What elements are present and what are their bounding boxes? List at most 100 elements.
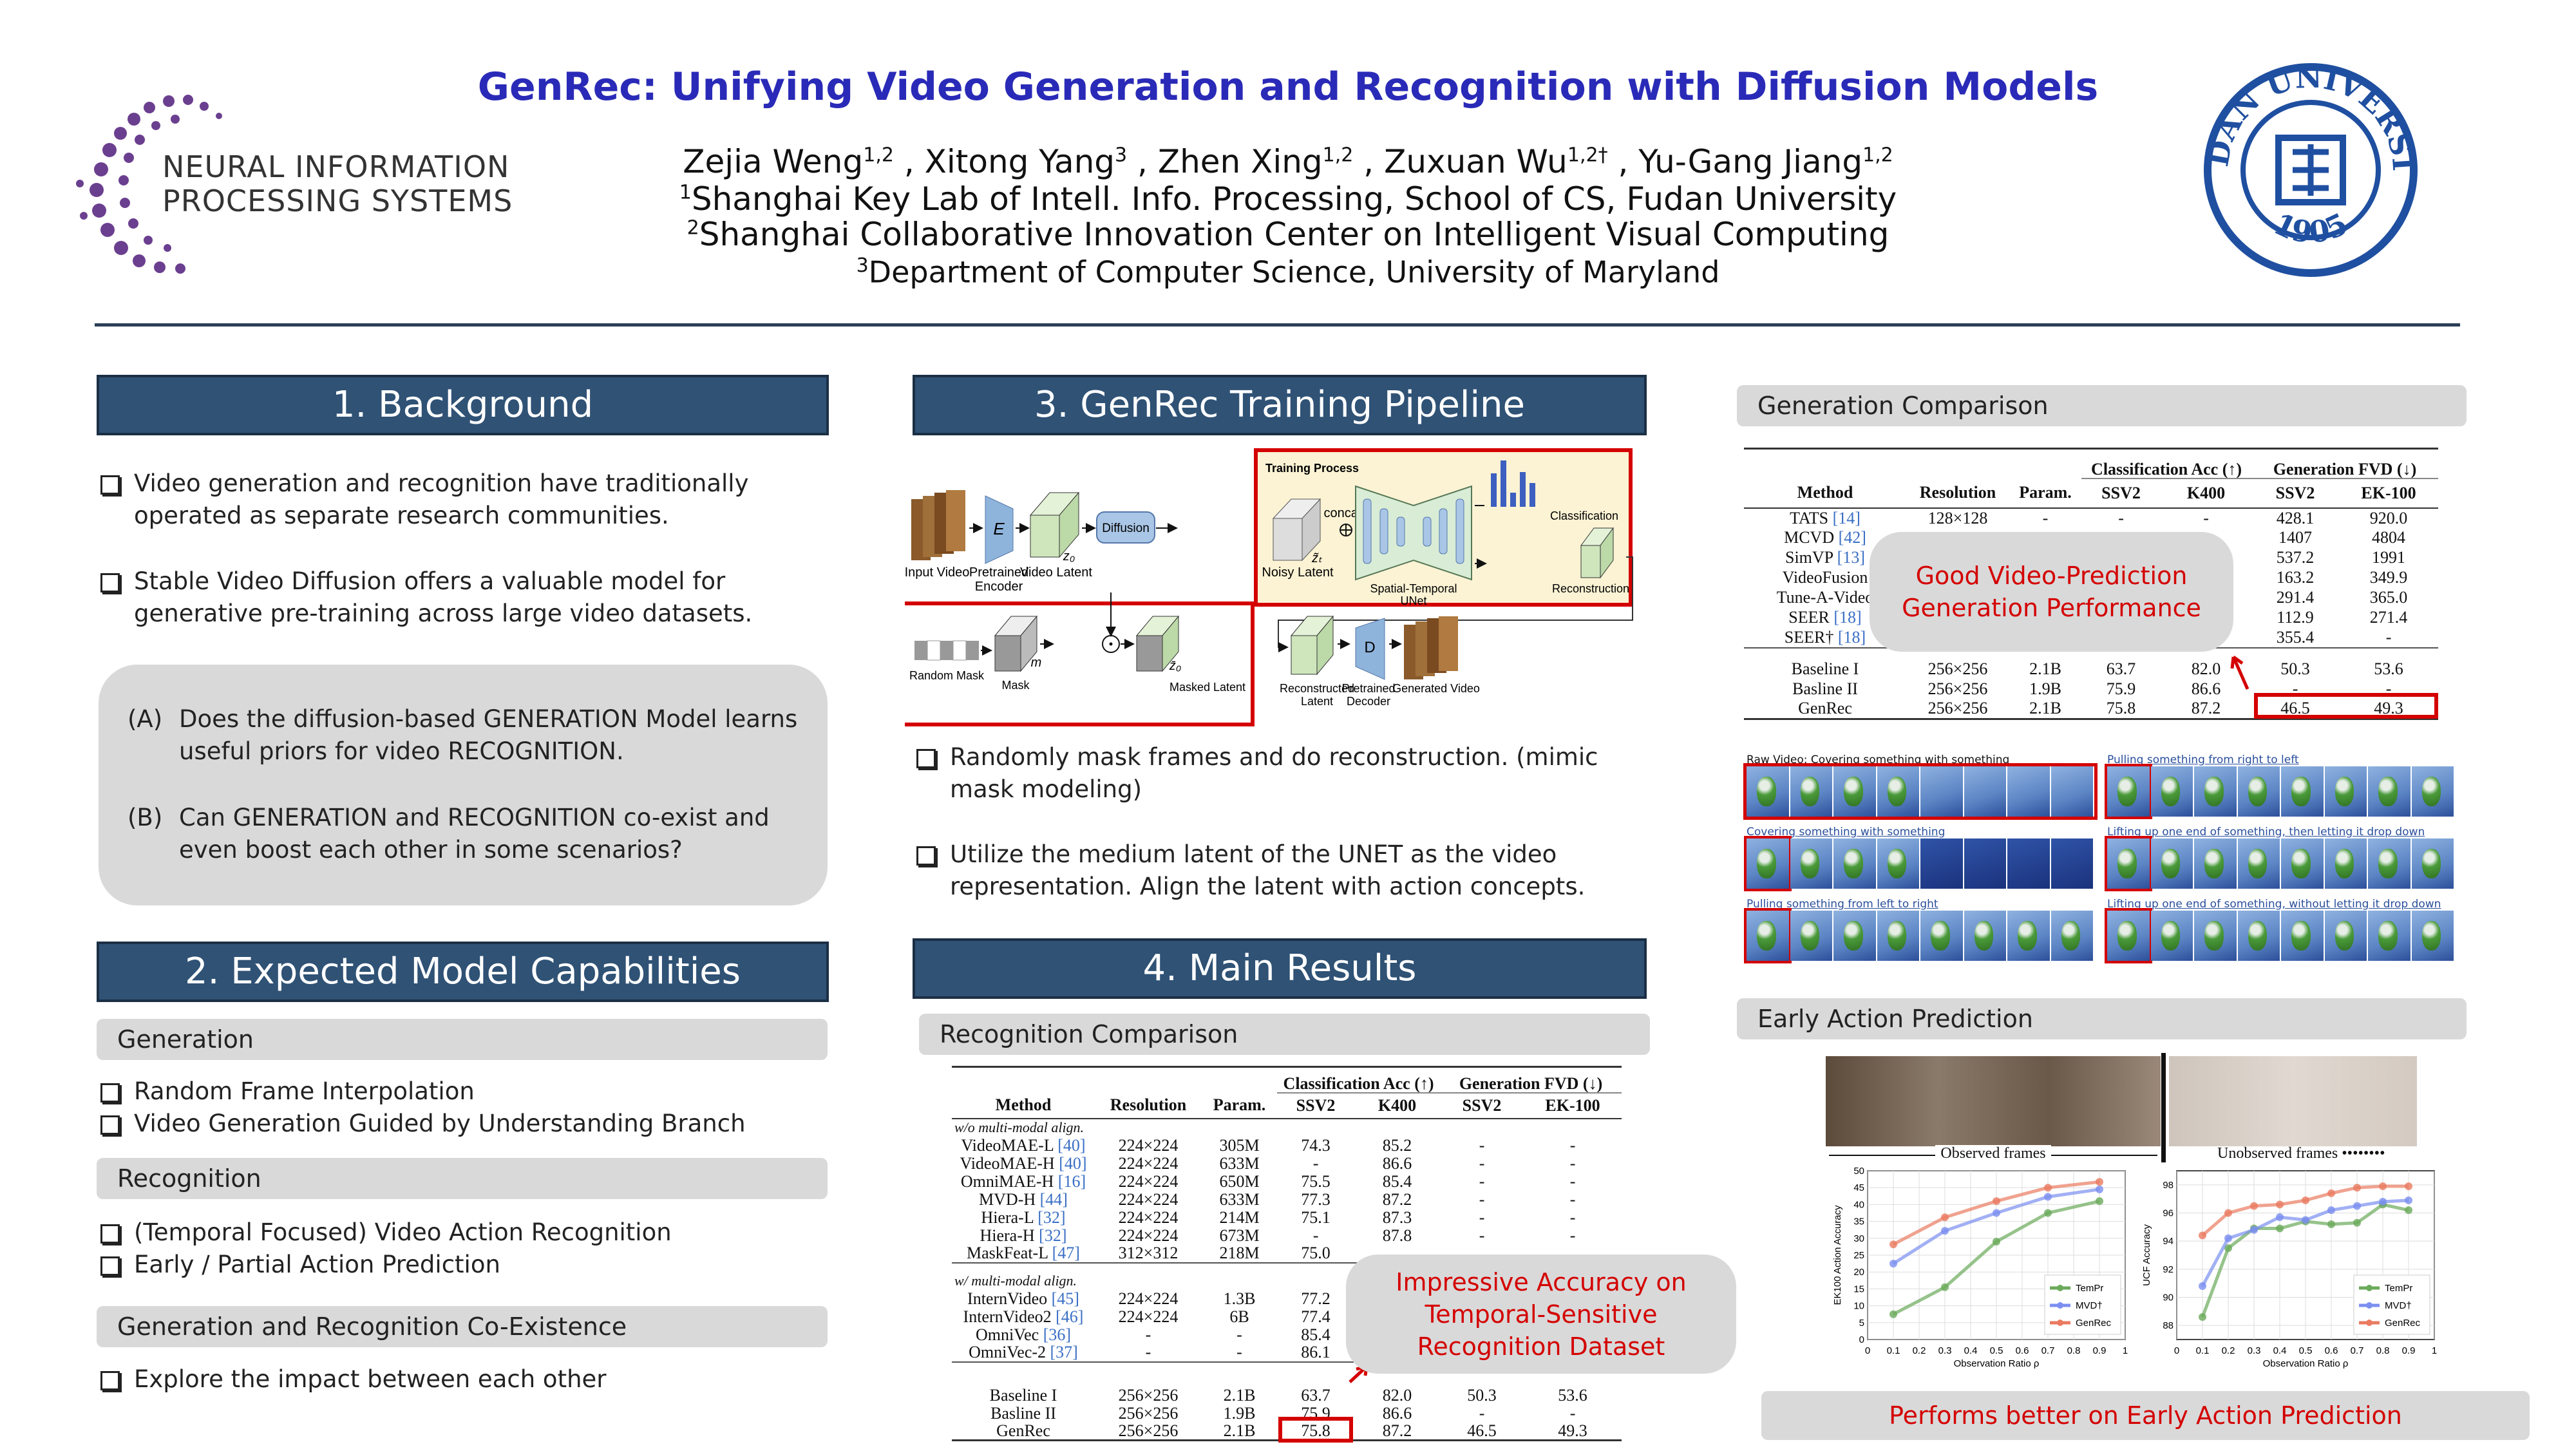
question-text: Can GENERATION and RECOGNITION co-exist … bbox=[179, 804, 770, 864]
zbar-symbol: z̄₀ bbox=[1169, 659, 1181, 673]
recognition-table: Classification Acc (↑)Generation FVD (↓)… bbox=[952, 1066, 1622, 1443]
research-questions-box bbox=[99, 665, 828, 905]
data-point bbox=[2044, 1184, 2052, 1192]
generation-sample: Lifting up one end of something, without… bbox=[2105, 898, 2455, 963]
value-cell: 305M bbox=[1219, 1136, 1260, 1155]
section-label: w/ multi-modal align. bbox=[954, 1272, 1077, 1289]
value-cell: 224×224 bbox=[1118, 1307, 1179, 1326]
value-cell: - bbox=[1569, 1208, 1576, 1227]
background-bullet: Stable Video Diffusion offers a valuable… bbox=[97, 565, 831, 630]
citation-link[interactable]: [46] bbox=[1056, 1307, 1084, 1326]
value-cell: 75.0 bbox=[1301, 1244, 1331, 1262]
value-cell: 224×224 bbox=[1118, 1190, 1179, 1209]
callout-line: Impressive Accuracy on bbox=[1396, 1267, 1687, 1296]
frame-strip bbox=[1743, 763, 2098, 820]
citation-link[interactable]: [18] bbox=[1833, 608, 1862, 627]
citation-link[interactable]: [18] bbox=[1837, 627, 1866, 647]
data-point bbox=[1941, 1227, 1949, 1235]
citation-link[interactable]: [32] bbox=[1037, 1208, 1066, 1227]
label-decoder: Decoder bbox=[1347, 695, 1390, 708]
capability-item: Random Frame Interpolation bbox=[97, 1075, 831, 1108]
value-cell: 74.3 bbox=[1301, 1136, 1331, 1155]
value-cell: 1.3B bbox=[1223, 1289, 1256, 1308]
y-tick-label: 10 bbox=[1853, 1301, 1864, 1312]
value-cell: 256×256 bbox=[1118, 1404, 1179, 1423]
citation-link[interactable]: [13] bbox=[1837, 548, 1865, 567]
question-label: (A) bbox=[128, 705, 163, 733]
value-cell: 86.1 bbox=[1301, 1343, 1331, 1361]
x-tick-label: 0.4 bbox=[2273, 1345, 2287, 1356]
value-cell: 87.2 bbox=[2191, 699, 2221, 718]
x-tick-label: 0.5 bbox=[2299, 1345, 2313, 1356]
z0-symbol: z₀ bbox=[1063, 549, 1075, 564]
citation-link[interactable]: [42] bbox=[1838, 528, 1866, 547]
citation-link[interactable]: [40] bbox=[1057, 1136, 1086, 1155]
x-tick-label: 0.9 bbox=[2093, 1345, 2107, 1356]
method-name: Baseline I bbox=[1791, 659, 1859, 678]
frame-strip bbox=[2105, 836, 2455, 891]
mask-icon bbox=[994, 615, 1038, 672]
citation-link[interactable]: [37] bbox=[1050, 1343, 1078, 1361]
citation-link[interactable]: [16] bbox=[1057, 1172, 1086, 1191]
video-frame bbox=[2237, 766, 2280, 817]
video-frame bbox=[2150, 766, 2193, 817]
generated-video-icon bbox=[1404, 616, 1458, 679]
video-frame bbox=[2324, 838, 2367, 889]
table-group-header-row: Classification Acc (↑)Generation FVD (↓) bbox=[952, 1066, 1622, 1094]
x-tick-label: 0.3 bbox=[2248, 1345, 2261, 1356]
method-cell: Baseline I bbox=[952, 1387, 1095, 1405]
video-frame bbox=[2007, 766, 2050, 817]
value-cell: 428.1 bbox=[2276, 508, 2315, 527]
legend-marker bbox=[2057, 1320, 2063, 1326]
video-frame bbox=[2324, 911, 2367, 961]
data-point bbox=[1889, 1240, 1897, 1249]
capability-item: Early / Partial Action Prediction bbox=[97, 1249, 831, 1281]
value-cell: 1407 bbox=[2278, 528, 2313, 547]
value-cell: - bbox=[1312, 1154, 1319, 1173]
value-cell: - bbox=[2042, 508, 2049, 527]
neurips-dots-icon bbox=[76, 95, 222, 274]
sample-caption: Lifting up one end of something, then le… bbox=[2107, 826, 2425, 838]
value-cell: 256×256 bbox=[1118, 1422, 1179, 1440]
column-header: SSV2 bbox=[2101, 483, 2141, 502]
value-cell: - bbox=[1236, 1343, 1242, 1361]
citation-link[interactable]: [47] bbox=[1052, 1244, 1080, 1262]
callout-line: Good Video-Prediction bbox=[1915, 562, 2188, 590]
method-name: VideoMAE-H bbox=[960, 1154, 1055, 1173]
unobserved-frames-label: Unobserved frames •••••••• bbox=[2217, 1145, 2385, 1162]
data-point bbox=[1993, 1209, 2000, 1217]
citation-link[interactable]: [40] bbox=[1059, 1154, 1087, 1173]
value-cell: 53.6 bbox=[1558, 1386, 1587, 1405]
method-cell: Basline II bbox=[1744, 679, 1906, 699]
value-cell: 224×224 bbox=[1118, 1289, 1179, 1308]
data-point bbox=[2250, 1226, 2258, 1234]
value-cell: 163.2 bbox=[2276, 568, 2315, 587]
group-header: Classification Acc (↑) bbox=[2081, 448, 2252, 479]
label-decoder: Pretrained bbox=[1341, 682, 1395, 695]
citation-link[interactable]: [45] bbox=[1051, 1289, 1079, 1308]
frame-divider bbox=[2161, 1053, 2166, 1162]
video-frame bbox=[1964, 766, 2006, 817]
citation-link[interactable]: [32] bbox=[1039, 1226, 1067, 1245]
value-cell: - bbox=[1145, 1343, 1151, 1361]
data-point bbox=[1993, 1238, 2000, 1246]
x-tick-label: 0.6 bbox=[2016, 1345, 2029, 1356]
video-frame bbox=[1790, 911, 1832, 961]
citation-link[interactable]: [36] bbox=[1043, 1325, 1072, 1344]
legend-marker bbox=[2366, 1285, 2372, 1291]
sample-caption: Covering something with something bbox=[1747, 826, 1946, 838]
value-cell: 85.2 bbox=[1382, 1136, 1412, 1155]
data-point bbox=[2405, 1196, 2412, 1204]
neurips-logo: NEURAL INFORMATION PROCESSING SYSTEMS bbox=[72, 87, 523, 280]
citation-link[interactable]: [44] bbox=[1039, 1190, 1068, 1209]
method-cell: MCVD [42] bbox=[1744, 528, 1906, 548]
video-frame bbox=[1920, 838, 1963, 889]
author-affil: 3 bbox=[1115, 144, 1128, 167]
data-point bbox=[2250, 1202, 2258, 1210]
citation-link[interactable]: [14] bbox=[1832, 508, 1861, 527]
